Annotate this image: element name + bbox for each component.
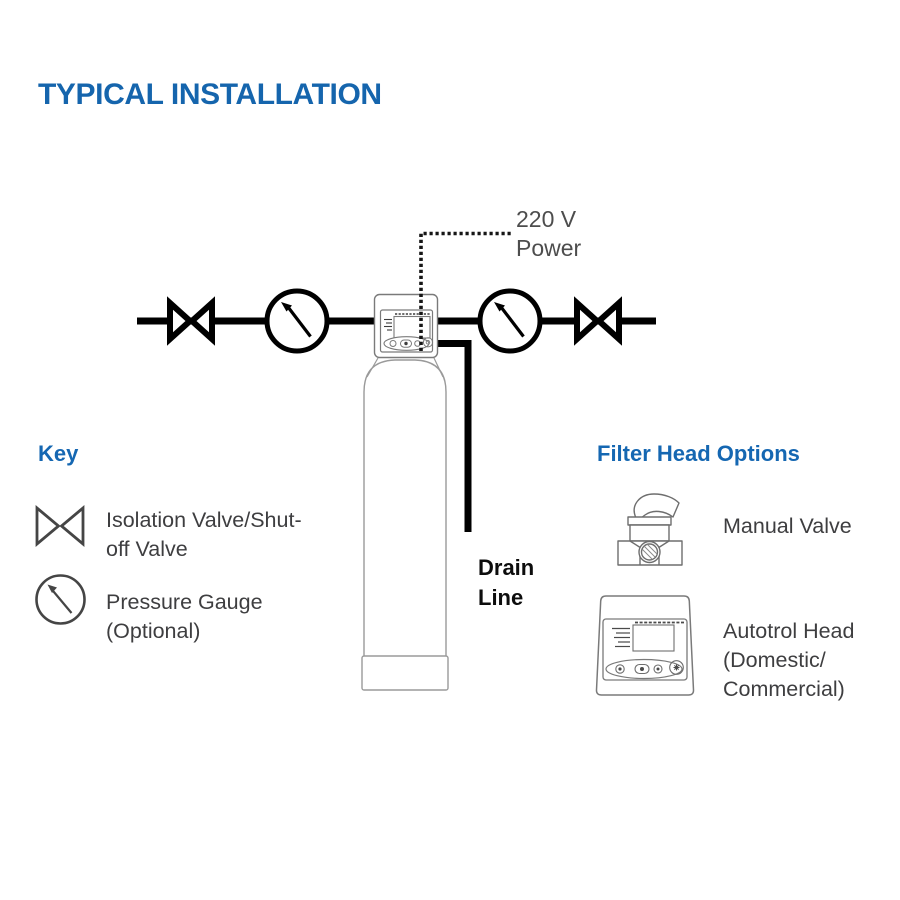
power-line-dotted bbox=[419, 231, 511, 351]
pressure-gauge-left-icon bbox=[264, 288, 330, 354]
filter-tank-icon bbox=[361, 357, 449, 691]
page-title: TYPICAL INSTALLATION bbox=[38, 78, 382, 111]
pressure-gauge-label: Pressure Gauge (Optional) bbox=[106, 590, 263, 643]
manual-valve-label: Manual Valve bbox=[723, 514, 852, 538]
control-head-icon bbox=[373, 293, 439, 359]
isolation-valve-label: Isolation Valve/Shut- off Valve bbox=[106, 508, 302, 561]
manual-valve-icon bbox=[617, 493, 683, 566]
power-label: 220 V Power bbox=[516, 206, 582, 261]
isolation-valve-right-icon bbox=[574, 296, 622, 346]
isolation-valve-left-icon bbox=[167, 296, 215, 346]
drain-line-label: Drain Line bbox=[478, 555, 535, 610]
filter-head-options-heading: Filter Head Options bbox=[597, 441, 800, 466]
autotrol-head-label: Autotrol Head (Domestic/ Commercial) bbox=[723, 619, 855, 701]
autotrol-head-icon bbox=[595, 595, 695, 696]
isolation-valve-icon bbox=[35, 505, 85, 547]
drain-line bbox=[438, 340, 472, 532]
pressure-gauge-right-icon bbox=[477, 288, 543, 354]
key-heading: Key bbox=[38, 441, 79, 466]
pressure-gauge-icon bbox=[35, 574, 86, 625]
